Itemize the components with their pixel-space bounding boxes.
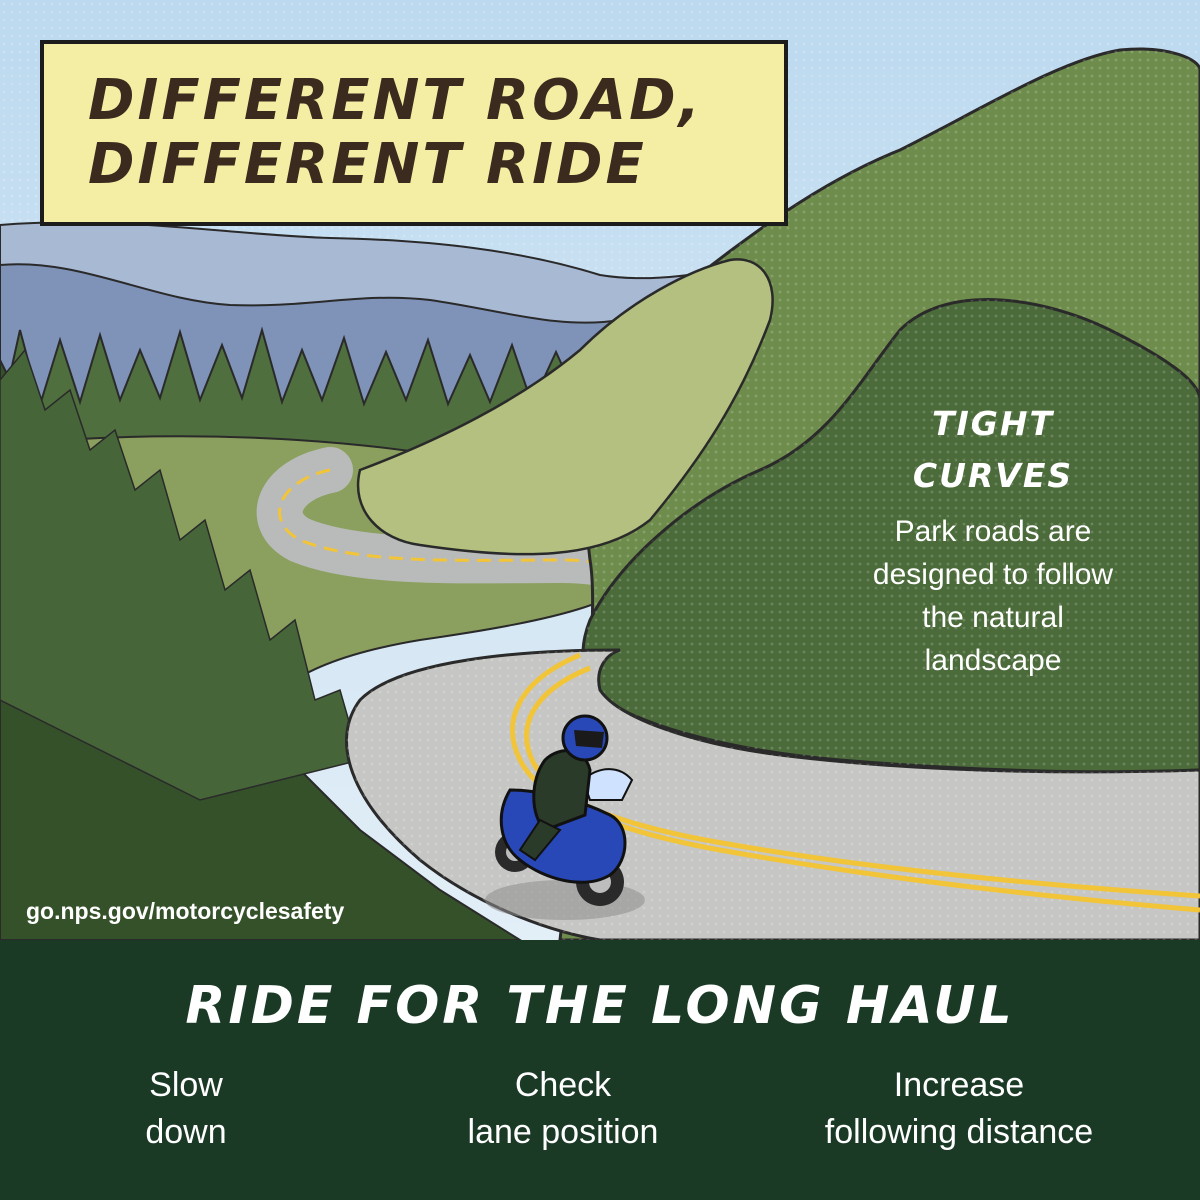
tip-increase-following-distance: Increase following distance xyxy=(769,1062,1149,1156)
callout-body-line-3: the natural xyxy=(922,601,1064,634)
callout-body: Park roads are designed to follow the na… xyxy=(820,510,1166,682)
title-line-2: DIFFERENT RIDE xyxy=(88,132,647,197)
road-illustration xyxy=(0,0,1200,940)
tip-line-1: Check xyxy=(514,1066,612,1104)
tip-line-1: Increase xyxy=(893,1066,1025,1104)
tip-line-2: down xyxy=(145,1113,227,1151)
callout-heading-line-2: CURVES xyxy=(912,456,1074,495)
tight-curves-callout: TIGHT CURVES Park roads are designed to … xyxy=(820,398,1166,682)
tip-line-2: following distance xyxy=(824,1113,1094,1151)
tip-check-lane-position: Check lane position xyxy=(413,1062,713,1156)
light-hill xyxy=(356,258,774,556)
tip-line-1: Slow xyxy=(149,1066,223,1104)
title-line-1: DIFFERENT ROAD, xyxy=(88,68,703,133)
website-url: go.nps.gov/motorcyclesafety xyxy=(26,898,345,924)
road-center-line-1 xyxy=(510,652,1200,913)
callout-body-line-2: designed to follow xyxy=(872,558,1114,591)
callout-body-line-4: landscape xyxy=(924,644,1062,677)
footer-title: RIDE FOR THE LONG HAUL xyxy=(185,976,1015,1036)
title-box: DIFFERENT ROAD, DIFFERENT RIDE xyxy=(40,40,788,226)
callout-body-line-1: Park roads are xyxy=(894,515,1092,548)
tip-line-2: lane position xyxy=(467,1113,659,1151)
tip-slow-down: Slow down xyxy=(86,1062,286,1156)
road-center-line-2 xyxy=(524,665,1200,899)
footer-banner: RIDE FOR THE LONG HAUL Slow down Check l… xyxy=(0,940,1200,1200)
motorcycle-rider-icon xyxy=(485,714,645,920)
callout-heading-line-1: TIGHT xyxy=(931,404,1054,443)
callout-heading: TIGHT CURVES xyxy=(820,398,1166,502)
